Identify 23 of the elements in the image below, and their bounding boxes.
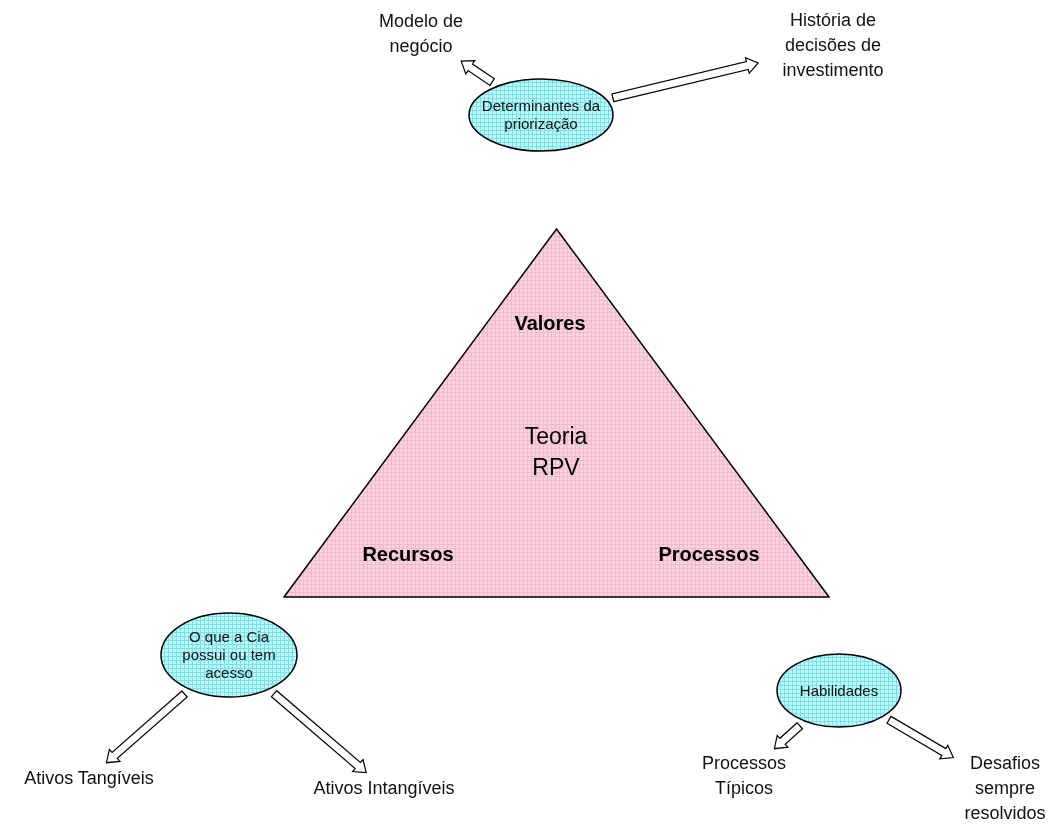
text-label: Processos Típicos: [690, 750, 798, 802]
ellipse-shape: [468, 78, 614, 152]
block-arrow: [270, 689, 367, 774]
node-label: Processos: [657, 542, 761, 566]
ellipse-shape: [160, 612, 298, 698]
block-arrow: [886, 715, 955, 760]
block-arrow: [105, 690, 189, 764]
node-label: Recursos: [361, 542, 455, 566]
node-label: O que a Cia possui ou tem acesso: [181, 628, 277, 682]
node-label: Habilidades: [799, 681, 879, 700]
node-label: Valores: [513, 311, 587, 335]
node-label: Teoria RPV: [523, 422, 589, 482]
text-label: Ativos Tangíveis: [6, 764, 172, 792]
text-label: Ativos Intangíveis: [294, 774, 474, 802]
text-label: Desafios sempre resolvidos: [955, 750, 1055, 826]
ellipse-shape: [776, 653, 902, 728]
triangle-shape: [283, 228, 830, 598]
text-label: História de decisões de investimento: [760, 6, 906, 84]
block-arrow: [460, 59, 496, 87]
block-arrow: [773, 721, 804, 750]
block-arrow: [611, 56, 760, 103]
text-label: Modelo de negócio: [362, 8, 480, 60]
node-label: Determinantes da priorização: [480, 97, 602, 133]
